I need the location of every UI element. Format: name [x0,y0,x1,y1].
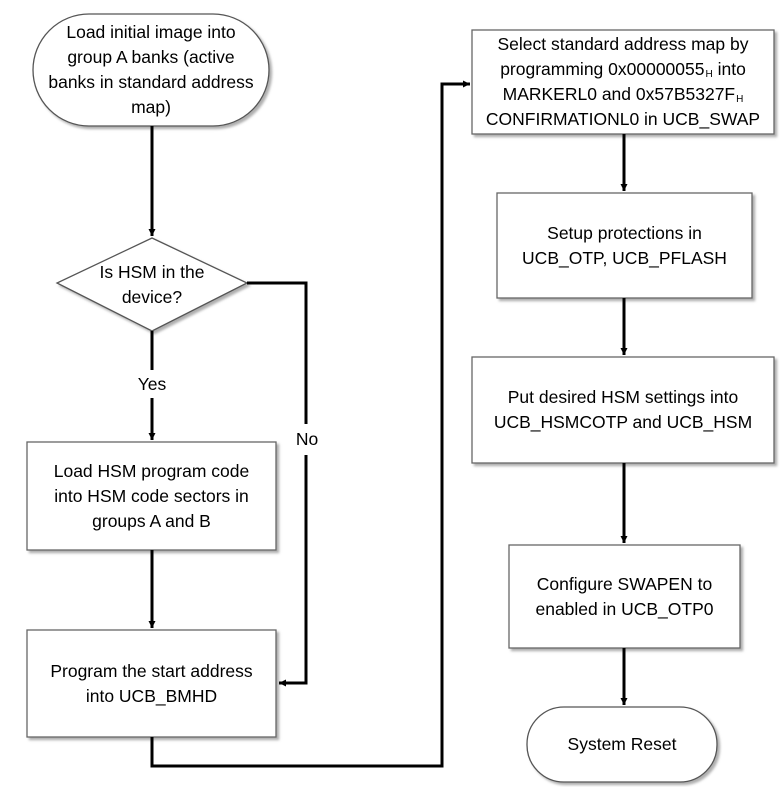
load-hsm-code-label: Load HSM program code into HSM code sect… [53,460,250,531]
setup-protections-box [496,192,753,299]
select-map-line3: MARKERL0 and 0x57B5327FH [502,84,744,105]
connector-no-upper [247,281,308,424]
select-map-line2: programming 0x00000055H into [500,59,746,80]
no-label: No [295,428,319,449]
hsm-settings-box [471,356,775,464]
load-hsm-code-box [26,441,277,551]
start-label: Load initial image into group A banks (a… [48,22,254,117]
arrow-no-to-program [279,455,308,687]
select-map-line4: CONFIRMATIONL0 in UCB_SWAP [485,109,761,129]
select-map-line1: Select standard address map by [497,34,749,54]
hsm-settings-label: Put desired HSM settings into UCB_HSMCOT… [493,387,753,432]
configure-swapen-label: Configure SWAPEN to enabled in UCB_OTP0 [535,573,714,619]
program-bmhd-label: Program the start address into UCB_BMHD [50,660,253,706]
arrow-program-to-select-map [150,80,470,768]
system-reset-terminator [526,706,718,783]
select-address-map-box [471,29,775,135]
system-reset-label: System Reset [567,734,677,754]
decision-label: Is HSM in the device? [99,261,205,307]
select-address-map-label: Select standard address map by programmi… [472,30,774,134]
configure-swapen-box [508,544,741,649]
setup-protections-label: Setup protections in UCB_OTP, UCB_PFLASH [522,222,727,268]
yes-label: Yes [137,373,167,394]
